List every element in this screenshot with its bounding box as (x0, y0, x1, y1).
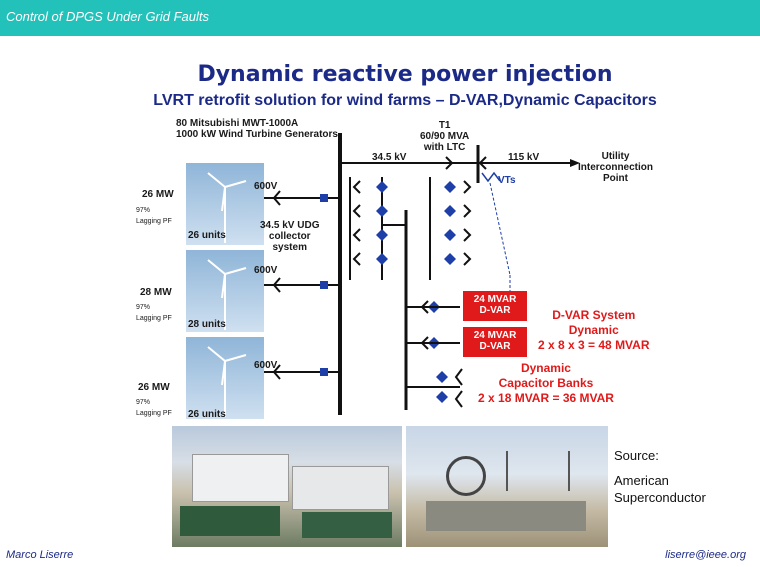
group1-mw: 26 MW (142, 189, 174, 200)
group2-units: 28 units (188, 319, 226, 330)
group3-voltage: 600V (254, 360, 278, 371)
slide-subtitle: LVRT retrofit solution for wind farms – … (153, 92, 657, 109)
source-line2: American (614, 473, 669, 488)
group3-pf: 97%Lagging PF (136, 399, 172, 417)
source-label: Source: (614, 448, 659, 463)
bus-345kv-label: 34.5 kV (372, 152, 407, 163)
group2-pf: 97%Lagging PF (136, 304, 172, 322)
source-line3: Superconductor (614, 490, 706, 505)
group1-units: 26 units (188, 230, 226, 241)
group1-pf: 97%Lagging PF (136, 207, 172, 225)
group3-units: 26 units (188, 409, 226, 420)
dvar-containers-photo (172, 426, 402, 547)
vts-label: VTs (498, 175, 516, 186)
slide-title: Dynamic reactive power injection (197, 62, 613, 87)
header-title: Control of DPGS Under Grid Faults (6, 9, 210, 24)
group2-mw: 28 MW (140, 287, 172, 298)
header-bar: Control of DPGS Under Grid Faults (0, 0, 760, 36)
diagram-lines (207, 133, 580, 417)
bus-115kv-label: 115 kV (508, 152, 540, 163)
group1-voltage: 600V (254, 181, 278, 192)
group3-mw: 26 MW (138, 382, 170, 393)
capacitor-bank-photo (406, 426, 608, 547)
footer-email: liserre@ieee.org (665, 549, 746, 561)
footer-author: Marco Liserre (6, 549, 74, 561)
group2-voltage: 600V (254, 265, 278, 276)
